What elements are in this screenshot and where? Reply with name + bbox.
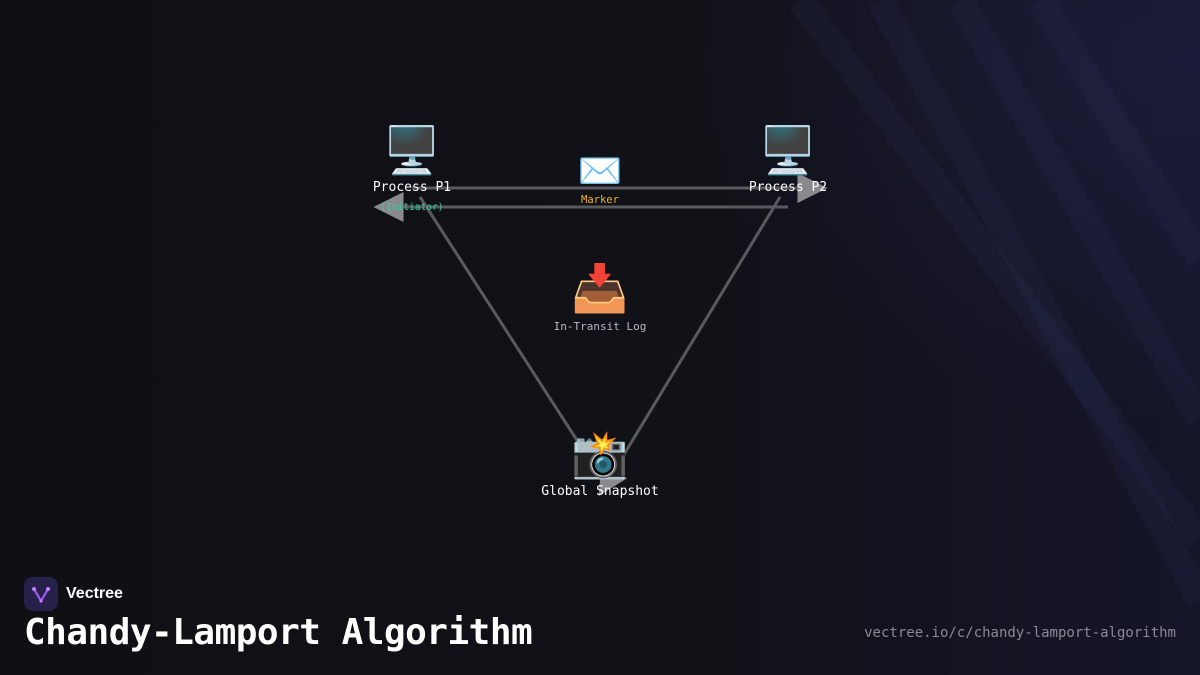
camera-flash-icon: 📸 [571,427,629,481]
marker-label: Marker [581,194,619,206]
in-transit-log-label: In-Transit Log [553,320,647,333]
inbox-tray-icon: 📥 [571,261,629,315]
node-process-p2: 🖥️ Process P2 [749,124,827,196]
vectree-logo-icon [24,577,58,611]
desktop-computer-icon: 🖥️ [383,123,441,177]
node-process-p1: 🖥️ Process P1 (Initiator) [373,124,451,214]
desktop-computer-icon: 🖥️ [759,123,817,177]
brand-name: Vectree [66,585,123,602]
marker-message: ✉️ Marker [578,152,623,207]
node-label-p2: Process P2 [748,180,828,195]
edge-p2-to-snapshot [598,196,782,497]
initiator-label: (Initiator) [380,202,444,213]
envelope-icon: ✉️ [577,151,623,192]
node-label-snapshot: Global Snapshot [541,484,659,499]
page-title: Chandy-Lamport Algorithm [24,612,533,653]
edge-p1-to-snapshot [418,196,584,449]
node-global-snapshot: 📸 Global Snapshot [541,428,658,500]
node-label-p1: Process P1 [372,180,452,195]
in-transit-log: 📥 In-Transit Log [554,262,647,334]
page-url: vectree.io/c/chandy-lamport-algorithm [864,625,1176,641]
brand: Vectree [24,577,123,611]
